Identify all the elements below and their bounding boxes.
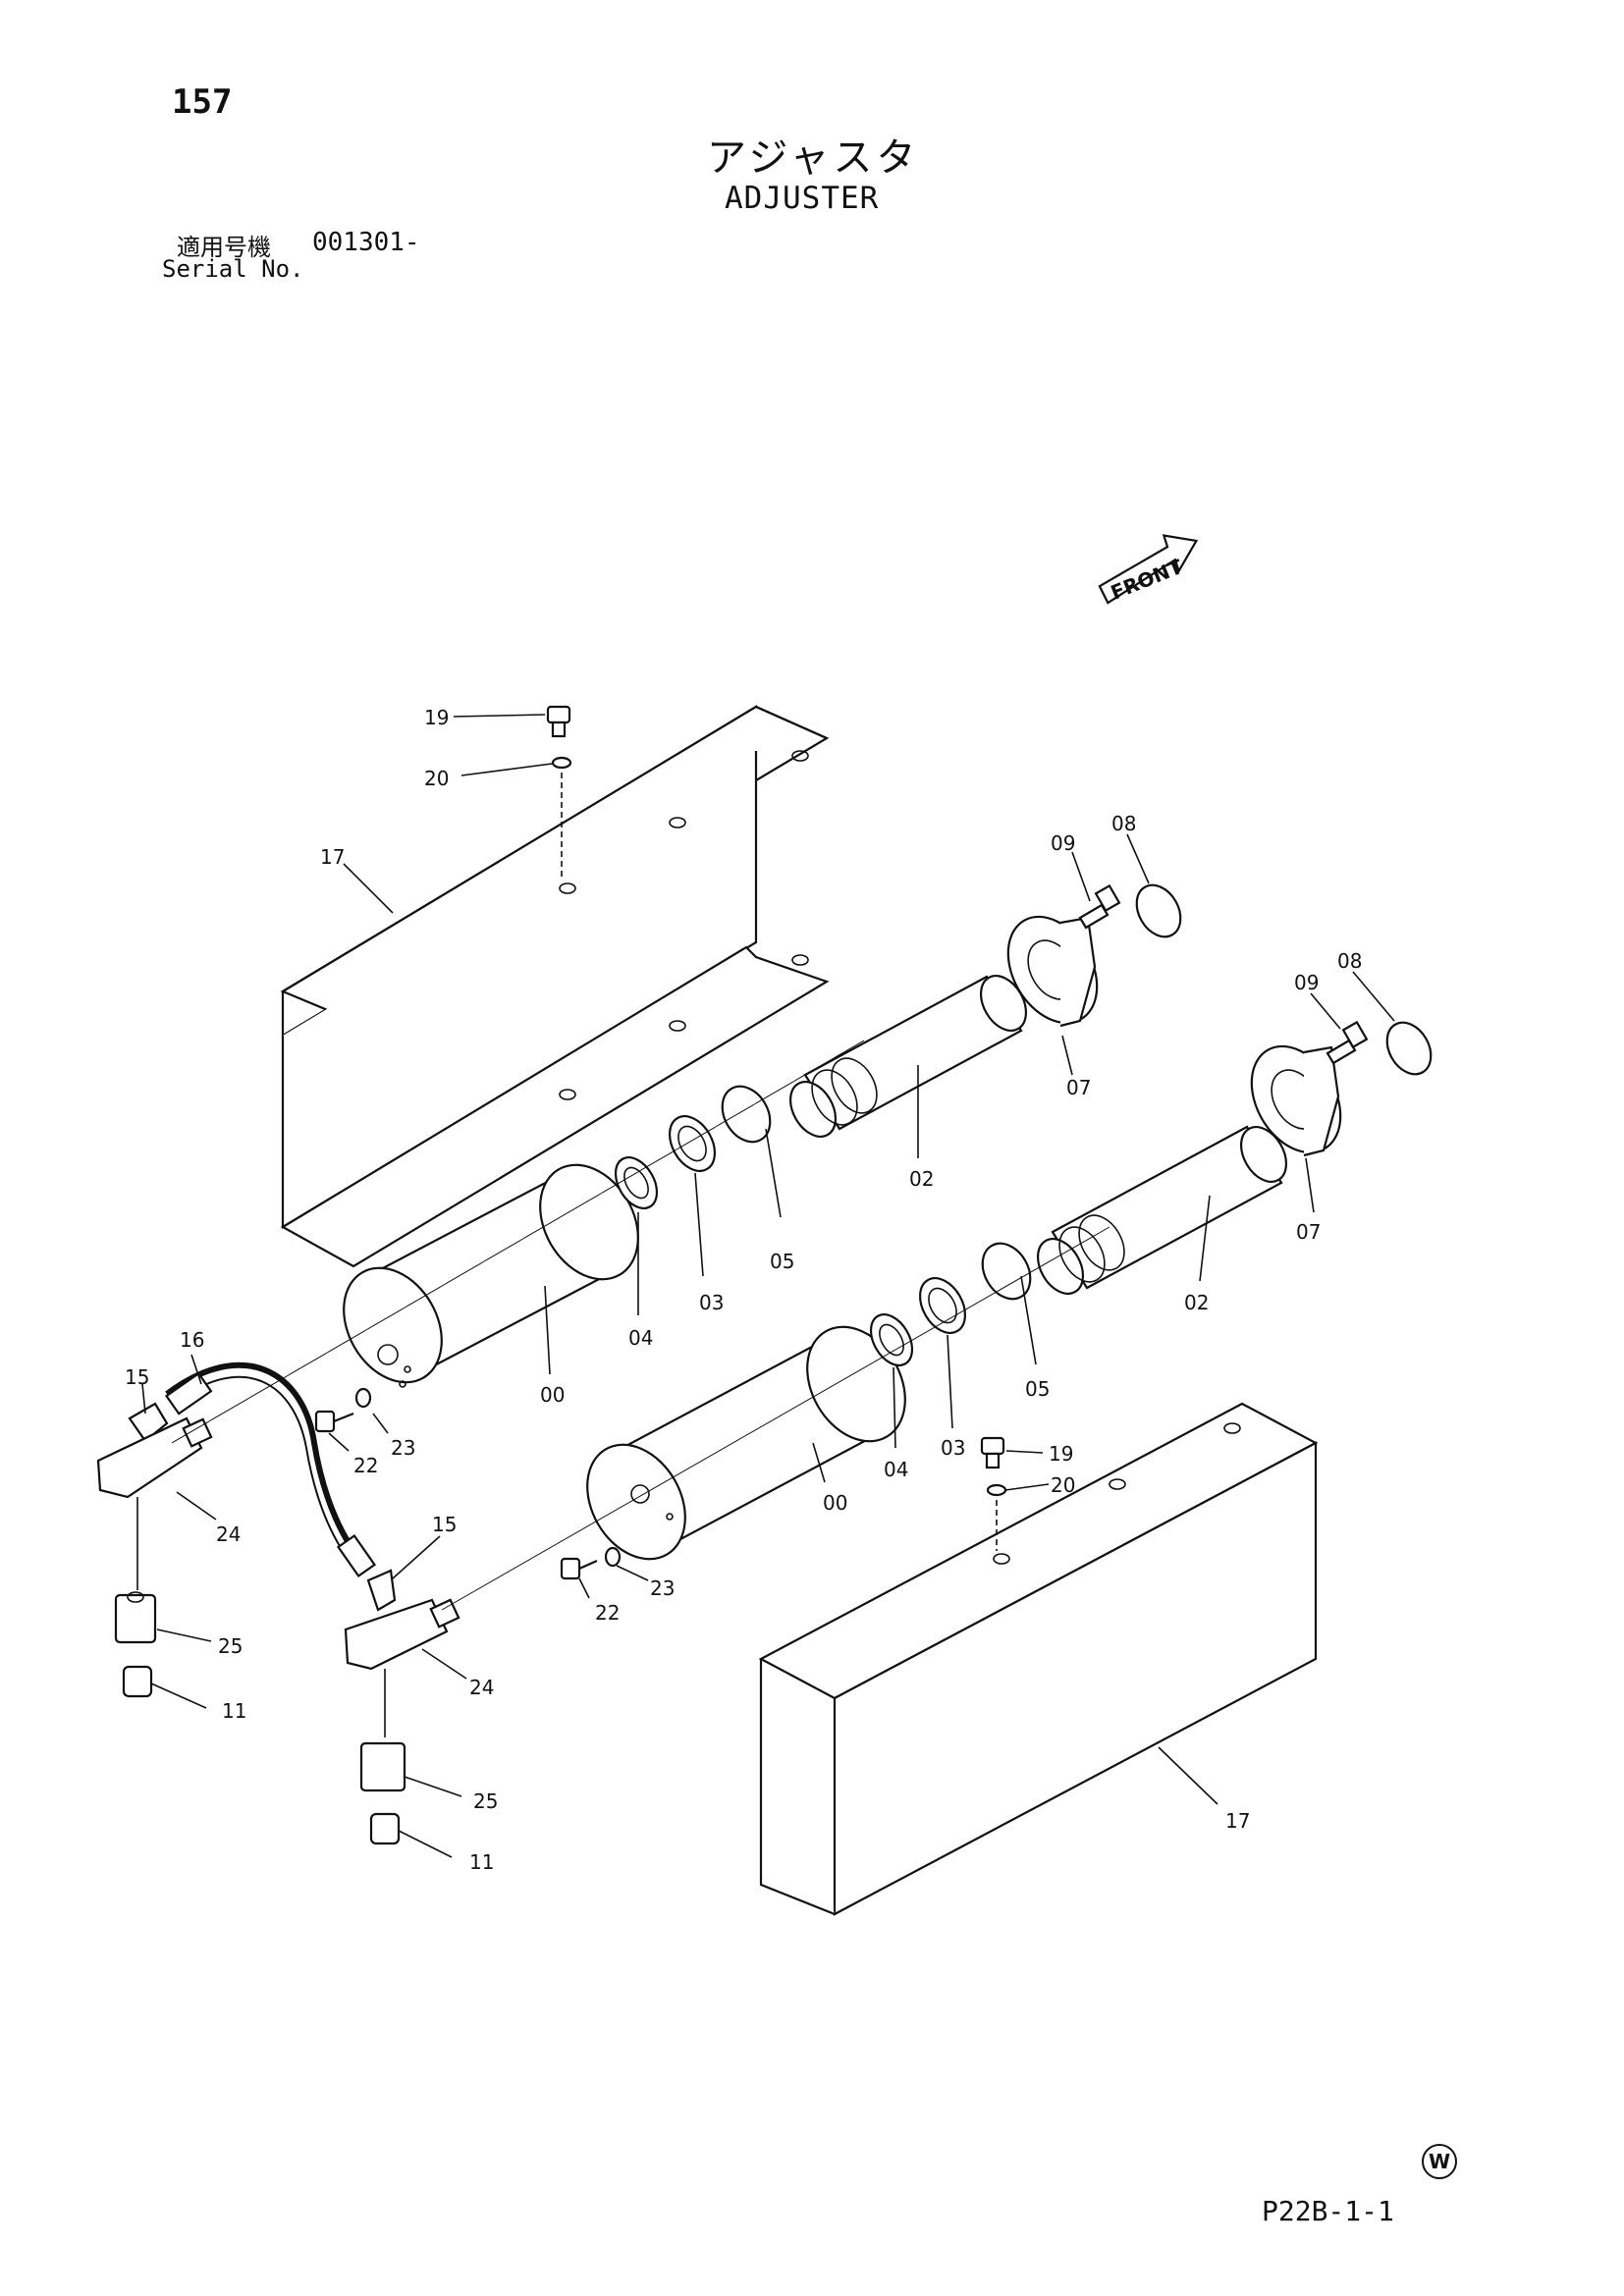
callout-08-lower: 08: [1337, 949, 1362, 973]
lower-bracket-17: [758, 1402, 1319, 1916]
callout-02-upper: 02: [909, 1167, 934, 1191]
callout-09-upper: 09: [1051, 831, 1075, 855]
callout-19-lower: 19: [1049, 1442, 1073, 1466]
reference-code: P22B-1-1: [1262, 2195, 1394, 2227]
serial-number-value: 001301-: [312, 228, 420, 257]
upper-o-ring-08: [1135, 883, 1182, 938]
leader-lines: [141, 714, 1395, 1858]
callout-07-lower: 07: [1296, 1220, 1321, 1244]
lower-rings: [869, 1242, 1032, 1366]
callout-08-upper: 08: [1111, 812, 1136, 835]
nut-25-left: [114, 1591, 157, 1644]
elbow-fitting-15-right: [366, 1569, 397, 1612]
callout-15-left: 15: [125, 1365, 149, 1389]
cap-11-right: [369, 1812, 401, 1845]
callout-02-lower: 02: [1184, 1291, 1209, 1314]
lower-rod-02: [1036, 1125, 1288, 1295]
lower-bolt-09: [1326, 1020, 1369, 1065]
elbow-fitting-15-left: [128, 1402, 169, 1443]
lower-bolt-22: [560, 1546, 622, 1580]
serial-label-english: Serial No.: [162, 255, 304, 283]
page-number: 157: [172, 82, 233, 122]
callout-23-lower: 23: [650, 1576, 675, 1600]
upper-bracket-17: [280, 705, 830, 1268]
front-direction-arrow: FRONT: [1098, 534, 1199, 605]
callout-24-left: 24: [216, 1522, 241, 1546]
callout-11-left: 11: [222, 1699, 246, 1723]
callout-25-left: 25: [218, 1634, 243, 1658]
callout-05-upper: 05: [770, 1250, 794, 1273]
w-mark: W: [1422, 2144, 1457, 2179]
callout-16: 16: [180, 1328, 204, 1352]
fitting-24-left: [96, 1416, 213, 1590]
upper-rod-02: [788, 975, 1028, 1138]
callout-00-lower: 00: [823, 1491, 847, 1515]
serial-label-japanese: 適用号機: [177, 234, 271, 261]
callout-07-upper: 07: [1066, 1076, 1091, 1099]
callout-23-upper: 23: [391, 1436, 415, 1460]
callout-03-lower: 03: [941, 1436, 965, 1460]
lower-washer-20: [986, 1483, 1007, 1497]
callout-03-upper: 03: [699, 1291, 724, 1314]
upper-bolt-22: [314, 1387, 372, 1433]
upper-washer-20: [551, 756, 572, 770]
upper-flange-07: [1006, 915, 1099, 1028]
upper-bolt-19: [546, 705, 572, 879]
upper-cylinder-00: [343, 1163, 639, 1388]
callout-00-upper: 00: [540, 1383, 565, 1407]
callout-09-lower: 09: [1294, 971, 1319, 994]
lower-bolt-19: [980, 1436, 1007, 1551]
upper-rings: [614, 1085, 772, 1209]
callout-15-right: 15: [432, 1513, 457, 1536]
hose-16: [164, 1362, 377, 1578]
lower-flange-07: [1250, 1044, 1342, 1157]
callout-20-lower: 20: [1051, 1473, 1075, 1497]
callout-05-lower: 05: [1025, 1377, 1050, 1401]
callout-19-upper: 19: [424, 706, 449, 729]
callout-04-upper: 04: [628, 1326, 653, 1350]
title-japanese: アジャスタ: [707, 135, 920, 181]
callout-17-lower: 17: [1225, 1809, 1250, 1833]
upper-bolt-09: [1078, 883, 1121, 930]
title-english: ADJUSTER: [725, 181, 880, 216]
callout-04-lower: 04: [884, 1458, 908, 1481]
fitting-24-right: [344, 1598, 460, 1737]
callout-22-lower: 22: [595, 1601, 620, 1625]
callout-24-right: 24: [469, 1676, 494, 1699]
callout-17-upper: 17: [320, 845, 345, 869]
callout-11-right: 11: [469, 1850, 494, 1874]
callout-22-upper: 22: [353, 1454, 378, 1477]
nut-25-right: [359, 1741, 406, 1792]
lower-cylinder-00: [586, 1325, 906, 1561]
callout-20-upper: 20: [424, 767, 449, 790]
cap-11-left: [122, 1665, 153, 1698]
callout-numbers: 19 20 17 09 08 09 08 07 07 02 02 05 05 0…: [125, 706, 1362, 1874]
callout-25-right: 25: [473, 1789, 498, 1813]
lower-o-ring-08: [1385, 1021, 1433, 1076]
